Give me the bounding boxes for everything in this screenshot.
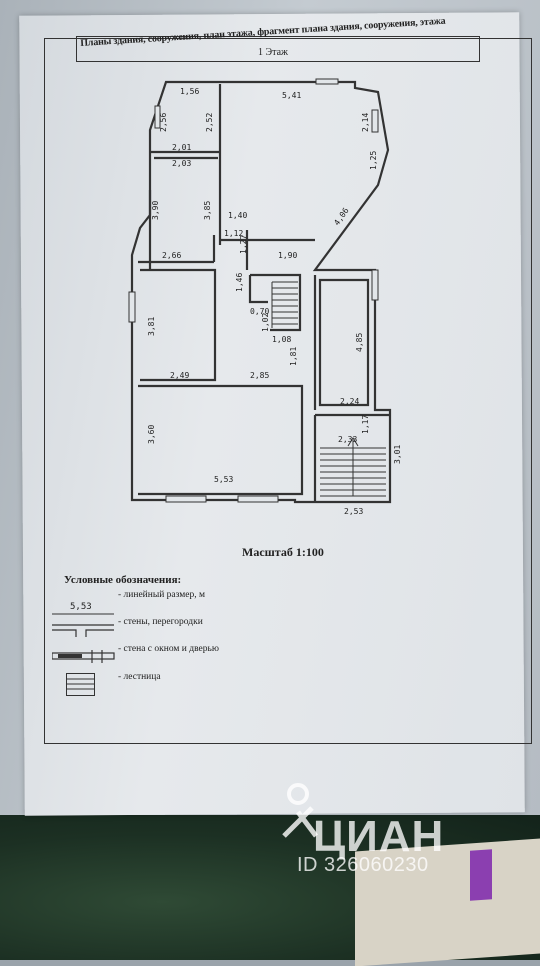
dimension-line-icon [52,613,114,615]
dim-label: 2,49 [170,371,189,380]
header-box [76,36,480,62]
legend-wall-window-door: - стена с окном и дверью [118,644,219,654]
wall-symbol-icon [52,624,114,637]
dim-label: 1,46 [235,273,244,292]
dim-label: 5,41 [282,91,301,100]
partition [250,273,302,332]
dim-label: 3,60 [147,425,156,444]
partition [140,268,217,382]
dim-label: 1,17 [361,415,370,434]
dim-label: 2,03 [172,159,191,168]
dim-label: 4,85 [355,333,364,352]
dim-label: 1,02 [261,313,270,332]
document-frame [44,38,532,744]
dim-label: 2,52 [205,113,214,132]
dim-label: 1,12 [224,229,243,238]
dim-label: 1,40 [228,211,247,220]
dim-label: 1,81 [289,347,298,366]
floor-label: 1 Этаж [258,47,288,58]
watermark-id: ID 326060230 [297,854,429,876]
stairs-porch [320,437,386,497]
dim-label: 2,66 [162,251,181,260]
legend-walls: - стены, перегородки [118,617,203,627]
dim-label: 1,90 [278,251,297,260]
dim-label: 3,81 [147,317,156,336]
windows [128,78,379,503]
dim-label: 2,24 [340,397,359,406]
dim-label: 5,53 [214,475,233,484]
legend-linear: - линейный размер, м [118,590,205,600]
location-pin-icon [282,783,318,838]
dim-label: 3,01 [393,445,402,464]
dim-label: 3,85 [203,201,212,220]
stairs-icon [66,673,95,696]
dim-label: 1,27 [239,235,248,254]
dim-label: 2,56 [159,113,168,132]
dim-label: 1,25 [369,151,378,170]
dim-label: 2,33 [338,435,357,444]
outer-wall [130,80,392,504]
scale-label: Масштаб 1:100 [242,545,324,559]
wall-window-door-icon [52,650,115,663]
legend-title: Условные обозначения: [64,574,182,586]
legend-stairs: - лестница [118,672,161,682]
dim-label: 2,01 [172,143,191,152]
dim-label: 0,70 [250,307,269,316]
dim-label: 1,08 [272,335,291,344]
legend-sample-dim: 5,53 [70,602,92,612]
dim-label: 1,56 [180,87,199,96]
partition [248,275,268,304]
dim-label: 3,90 [151,201,160,220]
dim-label: 2,53 [344,507,363,516]
watermark-brand: ЦИАН [313,812,445,861]
dim-label: 2,85 [250,371,269,380]
floor-plan: 1,56 2,56 2,52 2,01 2,03 3,90 3,85 2,66 … [128,78,402,516]
partition [138,384,304,496]
paper-corner-accent [470,849,492,901]
dim-label: 2,14 [361,113,370,132]
stairs-inner [271,281,298,328]
partition [318,278,370,407]
